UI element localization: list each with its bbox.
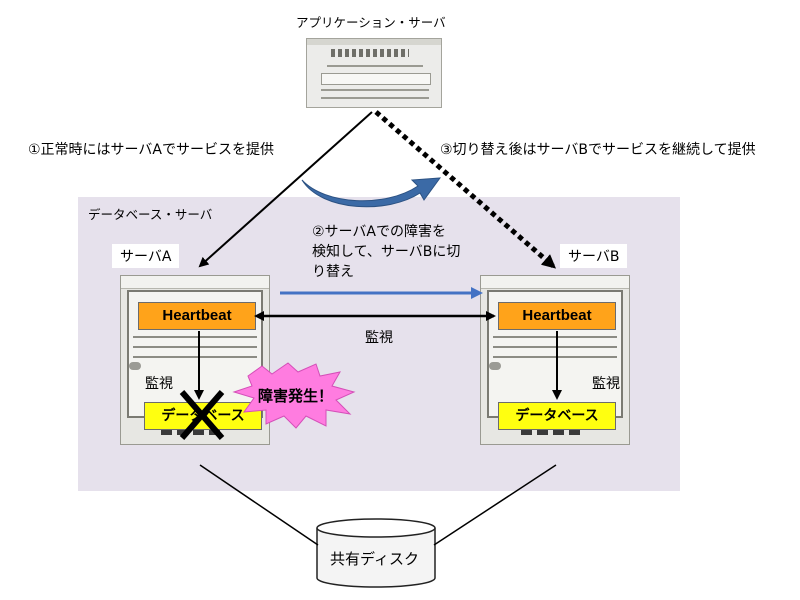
link-server-a-disk (199, 464, 319, 546)
step2-line3: り替え (312, 264, 354, 280)
server-a-monitor-label: 監視 (145, 376, 173, 392)
shared-disk-label: 共有ディスク (330, 550, 419, 568)
step2-line1: ②サーバAでの障害を (312, 224, 446, 240)
failure-label: 障害発生！ (258, 387, 334, 405)
link-server-b-disk (433, 464, 557, 546)
arrow-app-to-server-a (198, 111, 373, 268)
arrow-app-to-server-b (374, 110, 557, 269)
server-b-label: サーバB (560, 244, 628, 268)
switch-curve-arrow (301, 177, 442, 208)
server-a-label: サーバA (112, 244, 180, 268)
step2-text: ②サーバAでの障害を 検知して、サーバBに切 り替え (312, 222, 460, 282)
app-server-icon (306, 38, 442, 108)
heartbeat-link-label: 監視 (365, 330, 393, 346)
shared-disk-icon (316, 518, 436, 588)
db-server-region-label: データベース・サーバ (88, 207, 213, 222)
failure-burst-icon (232, 362, 356, 429)
step1-text: ①正常時にはサーバAでサービスを提供 (28, 142, 274, 158)
server-b-database: データベース (498, 402, 616, 430)
step3-text: ③切り替え後はサーバBでサービスを継続して提供 (440, 142, 756, 158)
server-a-heartbeat: Heartbeat (138, 302, 256, 330)
app-server-label: アプリケーション・サーバ (296, 15, 446, 30)
failure-x-icon-stroke (179, 390, 225, 440)
step2-line2: 検知して、サーバBに切 (312, 244, 461, 260)
server-b-heartbeat: Heartbeat (498, 302, 616, 330)
server-b-monitor-label: 監視 (592, 376, 620, 392)
